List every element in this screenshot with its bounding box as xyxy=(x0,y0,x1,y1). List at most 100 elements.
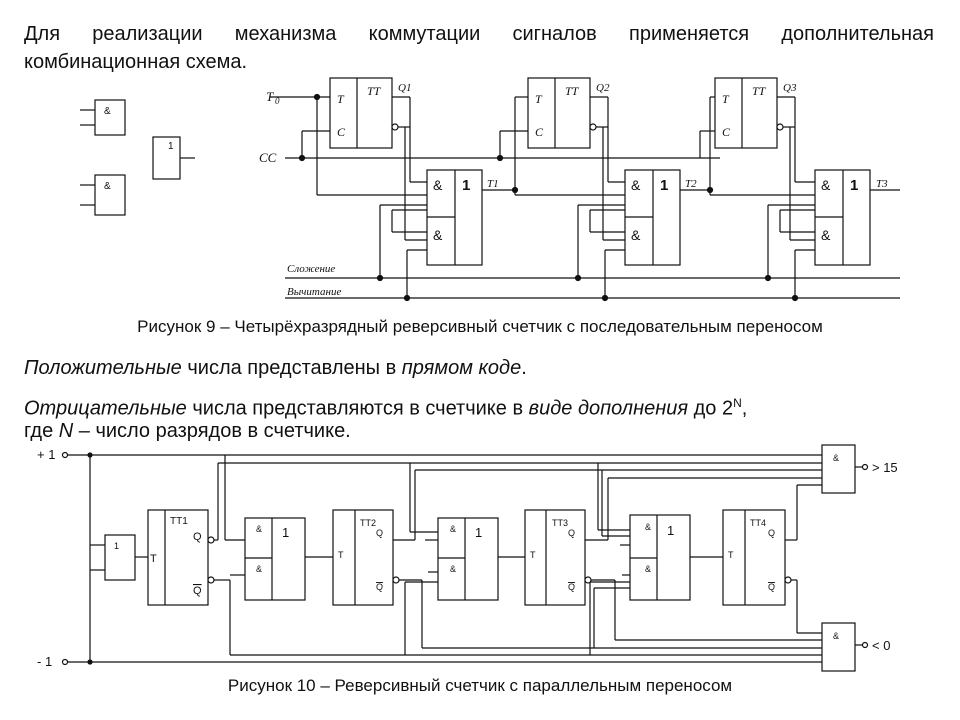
tt4-t-label: T xyxy=(728,550,734,560)
gate2-or: 1 xyxy=(660,177,668,194)
gate2-and-bottom: & xyxy=(631,227,641,243)
figure-9-caption: Рисунок 9 – Четырёхразрядный реверсивный… xyxy=(137,317,823,336)
tt1-name: TT1 xyxy=(170,516,188,527)
figure-10-labels: + 1 - 1 > 15 < 0 1 T TT1 Q Q & & 1 T TT2… xyxy=(37,447,898,669)
direct-code-italic: прямом коде xyxy=(401,357,522,379)
tt3-t-label: T xyxy=(530,550,536,560)
figure-9 xyxy=(270,77,900,302)
t0-subscript: 0 xyxy=(275,96,280,106)
sketch-and-2-label: & xyxy=(104,181,111,192)
negative-numbers-text: Отрицательные числа представляются в сче… xyxy=(24,390,936,423)
where-end: – число разрядов в счетчике. xyxy=(73,420,351,442)
gate1-and-top: & xyxy=(433,177,443,193)
subtraction-label: Вычитание xyxy=(287,286,341,298)
t2-label: T2 xyxy=(685,178,697,190)
gate1-or: 1 xyxy=(462,177,470,194)
negative-italic: Отрицательные xyxy=(24,397,187,420)
positive-numbers-text: Положительные числа представлены в прямо… xyxy=(24,355,936,382)
flipflop-tt3 xyxy=(524,509,586,606)
complement-italic: виде дополнения xyxy=(528,397,689,420)
addition-label: Сложение xyxy=(287,263,335,275)
tt2-qbar-label: Q xyxy=(376,582,383,592)
figure-10 xyxy=(61,444,869,672)
positive-text: числа представлены в xyxy=(181,357,402,379)
flipflop-2 xyxy=(527,77,591,149)
ff3-t-label: T xyxy=(722,92,730,106)
q2-label: Q2 xyxy=(596,82,610,94)
sketch-or-label: 1 xyxy=(168,141,174,152)
and-or-gate-1b xyxy=(244,517,306,601)
tt3-name: TT3 xyxy=(552,518,568,528)
tt4-qbar-label: Q xyxy=(768,582,775,592)
gate3b-or: 1 xyxy=(667,523,674,538)
sketch-and-gate-1 xyxy=(94,99,126,136)
overflow-and-gate xyxy=(821,444,856,494)
gate3-and-top: & xyxy=(821,177,831,193)
ff2-t-label: T xyxy=(535,92,543,106)
side-sketch xyxy=(80,99,195,216)
sketch-or-gate xyxy=(152,136,181,180)
flipflop-tt4 xyxy=(722,509,786,606)
tt1-qbar-label: Q xyxy=(193,585,202,597)
tt3-qbar-label: Q xyxy=(568,582,575,592)
gate1b-or: 1 xyxy=(282,525,289,540)
overflow-and-label: & xyxy=(833,453,839,463)
gt15-label: > 15 xyxy=(872,460,898,475)
positive-end: . xyxy=(521,357,527,379)
gate2b-and-top: & xyxy=(450,524,456,534)
figure-9-labels: T 0 CC Сложение Вычитание T C TT Q1 T C … xyxy=(104,82,888,298)
gate1b-and-bottom: & xyxy=(256,564,262,574)
gate3b-and-bottom: & xyxy=(645,564,651,574)
tt4-q-label: Q xyxy=(768,528,775,538)
ff1-tt-label: TT xyxy=(367,84,382,98)
tt2-name: TT2 xyxy=(360,518,376,528)
underflow-and-gate xyxy=(821,622,856,672)
tt1-t-label: T xyxy=(150,553,157,565)
q3-label: Q3 xyxy=(783,82,797,94)
power-n: N xyxy=(733,396,742,410)
ff3-tt-label: TT xyxy=(752,84,767,98)
gate2b-or: 1 xyxy=(475,525,482,540)
tt2-q-label: Q xyxy=(376,528,383,538)
t0-label: T xyxy=(266,89,274,104)
negative-text: числа представляются в счетчике в xyxy=(186,397,529,420)
flipflop-tt2 xyxy=(332,509,394,606)
input-or-gate xyxy=(104,534,136,581)
tt4-name: TT4 xyxy=(750,518,766,528)
sketch-and-gate-2 xyxy=(94,174,126,216)
ff2-c-label: C xyxy=(535,125,544,139)
negative-text-2: до 2 xyxy=(688,397,734,420)
flipflop-tt1 xyxy=(147,509,209,606)
ff1-t-label: T xyxy=(337,92,345,106)
intro-text: Для реализации механизма коммутации сигн… xyxy=(24,23,934,73)
lt0-label: < 0 xyxy=(872,638,890,653)
gate3b-and-top: & xyxy=(645,522,651,532)
figure-10-caption: Рисунок 10 – Реверсивный счетчик с парал… xyxy=(227,676,733,695)
gate3-or: 1 xyxy=(850,177,858,194)
gate2b-and-bottom: & xyxy=(450,564,456,574)
q1-label: Q1 xyxy=(398,82,411,94)
positive-italic: Положительные xyxy=(24,357,182,379)
ff2-tt-label: TT xyxy=(565,84,580,98)
t3-label: T3 xyxy=(876,178,888,190)
sketch-and-1-label: & xyxy=(104,106,111,117)
gate1b-and-top: & xyxy=(256,524,262,534)
tt3-q-label: Q xyxy=(568,528,575,538)
tt1-q-label: Q xyxy=(193,531,202,543)
where-n: N xyxy=(58,420,74,442)
plus-one-label: + 1 xyxy=(37,447,55,462)
tt2-t-label: T xyxy=(338,550,344,560)
flipflop-3 xyxy=(714,77,778,149)
cc-label: CC xyxy=(259,150,277,165)
ff3-c-label: C xyxy=(722,125,731,139)
input-or-label: 1 xyxy=(114,541,119,551)
and-or-gate-2b xyxy=(437,517,499,601)
where-n-text: где N – число разрядов в счетчике. xyxy=(24,418,936,445)
gate2-and-top: & xyxy=(631,177,641,193)
negative-end: , xyxy=(741,397,748,420)
minus-one-label: - 1 xyxy=(37,654,52,669)
gate3-and-bottom: & xyxy=(821,227,831,243)
gate1-and-bottom: & xyxy=(433,227,443,243)
ff1-c-label: C xyxy=(337,125,346,139)
